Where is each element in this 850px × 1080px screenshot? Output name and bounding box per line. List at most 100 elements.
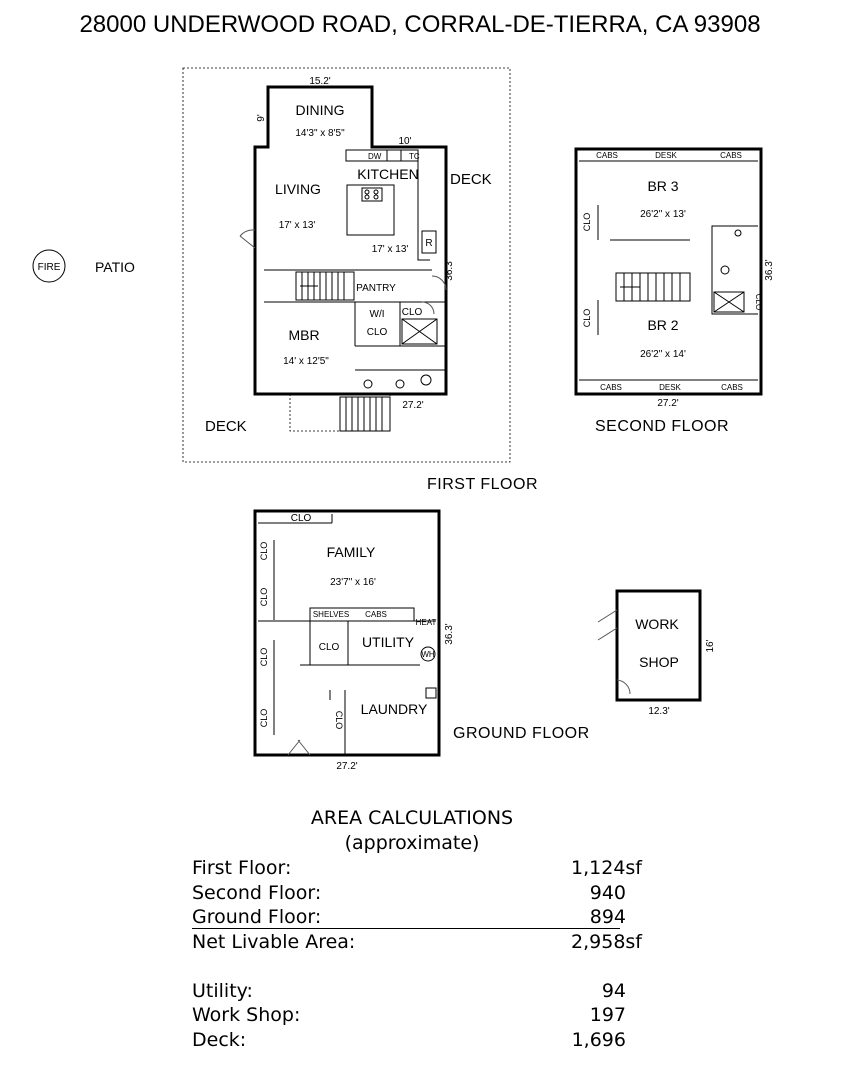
dim-first-side: 36.3' (444, 259, 455, 280)
dim-mbr: 14' x 12'5" (283, 356, 329, 367)
dim-dining: 14'3" x 8'5" (295, 128, 345, 139)
area-row-deck: Deck: 1,696 (192, 1028, 652, 1053)
label-cabs-bl: CABS (600, 383, 622, 392)
page-title: 28000 UNDERWOOD ROAD, CORRAL-DE-TIERRA, … (79, 11, 760, 38)
toilet-icon (420, 374, 432, 386)
area-row-net: Net Livable Area: 2,958sf (192, 930, 652, 955)
label-heat: HEAT (416, 618, 437, 627)
dim-br3: 26'2" x 13' (640, 209, 686, 220)
room-laundry: LAUNDRY (361, 701, 428, 717)
room-clo-mid: CLO (319, 642, 340, 653)
deck-stairs (339, 396, 391, 432)
room-living: LIVING (275, 181, 321, 197)
fire-pit-icon (32, 249, 66, 283)
area-heading: AREA CALCULATIONS (310, 807, 514, 829)
dim-workshop-side: 16' (705, 639, 716, 652)
dim-second-side: 36.3' (764, 259, 775, 280)
washer-icon (425, 687, 437, 699)
ground-floor-plan: CLO FAMILY 23'7" x 16' CLO CLO CLO CLO S… (253, 509, 455, 772)
label-desk-t: DESK (655, 151, 677, 160)
area-subheading: (approximate) (344, 832, 480, 854)
label-shelves: SHELVES (313, 610, 349, 619)
label-clo-v: CLO (334, 711, 344, 730)
deck-outline (182, 67, 511, 463)
second-floor-walls (574, 147, 763, 396)
room-mbr: MBR (288, 327, 319, 343)
water-heater-icon (420, 646, 436, 662)
dim-first-9: 9' (256, 114, 267, 122)
room-br3: BR 3 (647, 178, 678, 194)
dim-second-bottom: 27.2' (657, 398, 678, 409)
dim-family: 23'7" x 16' (330, 577, 376, 588)
label-clo-l4: CLO (259, 709, 269, 728)
label-cabs-tr: CABS (720, 151, 742, 160)
first-floor-walls (253, 85, 448, 396)
label-cabs-br: CABS (721, 383, 743, 392)
label-clo-b: CLO (582, 309, 592, 328)
label-clo-c: CLO (754, 294, 763, 310)
label-patio: PATIO (95, 259, 135, 275)
label-ground-floor: GROUND FLOOR (453, 725, 590, 742)
area-label: Ground Floor: (192, 906, 322, 928)
room-family: FAMILY (327, 544, 376, 560)
cooktop-icon (361, 187, 383, 202)
second-floor-stairs (615, 272, 691, 302)
room-work: WORK (635, 616, 679, 632)
sink-icon (363, 379, 373, 389)
area-value: 940 (589, 881, 626, 904)
first-floor-stairs (295, 271, 355, 301)
dim-first-bottom: 27.2' (402, 400, 423, 411)
toilet-icon (720, 265, 730, 275)
label-clo: CLO (402, 307, 423, 318)
area-value: 1,124sf (571, 857, 642, 879)
second-floor-plan: CABS DESK CABS BR 3 26'2" x 13' CLO CLO … (574, 147, 775, 409)
label-wh: WH (421, 650, 435, 659)
area-label: Deck: (192, 1028, 247, 1051)
shower-icon (401, 318, 438, 345)
area-label: Second Floor: (192, 881, 322, 904)
dim-first-10: 10' (398, 136, 411, 147)
kitchen-island (346, 184, 395, 236)
room-wi-clo-2: CLO (367, 327, 388, 338)
label-dw: DW (368, 152, 382, 161)
area-value: 1,696 (571, 1028, 626, 1051)
sink-icon (395, 379, 405, 389)
area-value: 894 (589, 906, 626, 928)
first-floor-plan: 15.2' 9' 10' DINING 14'3" x 8'5" DW TC K… (182, 67, 511, 463)
area-label: Utility: (192, 979, 253, 1002)
room-pantry: PANTRY (356, 283, 396, 294)
label-cabs: CABS (365, 610, 387, 619)
area-calculations: AREA CALCULATIONS (approximate) First Fl… (192, 806, 652, 1052)
area-value: 94 (601, 979, 626, 1002)
area-row-second-floor: Second Floor: 940 (192, 881, 652, 906)
label-deck-right: DECK (450, 171, 492, 188)
dim-first-top: 15.2' (309, 76, 330, 87)
dim-ground-bottom: 27.2' (336, 761, 357, 772)
area-value: 197 (589, 1004, 626, 1026)
label-clo-l1: CLO (259, 542, 269, 561)
label-tc: TC (409, 152, 420, 161)
workshop-plan: WORK SHOP 16' 12.3' (597, 589, 716, 717)
dim-ground-side: 36.3' (444, 623, 455, 644)
label-first-floor: FIRST FLOOR (427, 476, 538, 493)
area-row-workshop: Work Shop: 197 (192, 1003, 652, 1028)
workshop-walls (615, 589, 702, 702)
label-deck-bottom: DECK (205, 418, 247, 435)
label-second-floor: SECOND FLOOR (595, 418, 729, 435)
dim-workshop-bottom: 12.3' (648, 706, 669, 717)
sum-divider (192, 928, 620, 929)
label-clo-a: CLO (582, 213, 592, 232)
area-row-first-floor: First Floor: 1,124sf (192, 856, 652, 881)
sink-icon (734, 229, 742, 237)
label-fire: FIRE (38, 262, 61, 273)
area-label: Work Shop: (192, 1004, 301, 1026)
label-r: R (425, 238, 432, 249)
area-label: First Floor: (192, 857, 292, 879)
area-label: Net Livable Area: (192, 930, 356, 953)
label-clo-l2: CLO (259, 588, 269, 607)
label-desk-b: DESK (659, 383, 681, 392)
area-row-utility: Utility: 94 (192, 979, 652, 1004)
room-br2: BR 2 (647, 317, 678, 333)
label-clo-l3: CLO (259, 648, 269, 667)
